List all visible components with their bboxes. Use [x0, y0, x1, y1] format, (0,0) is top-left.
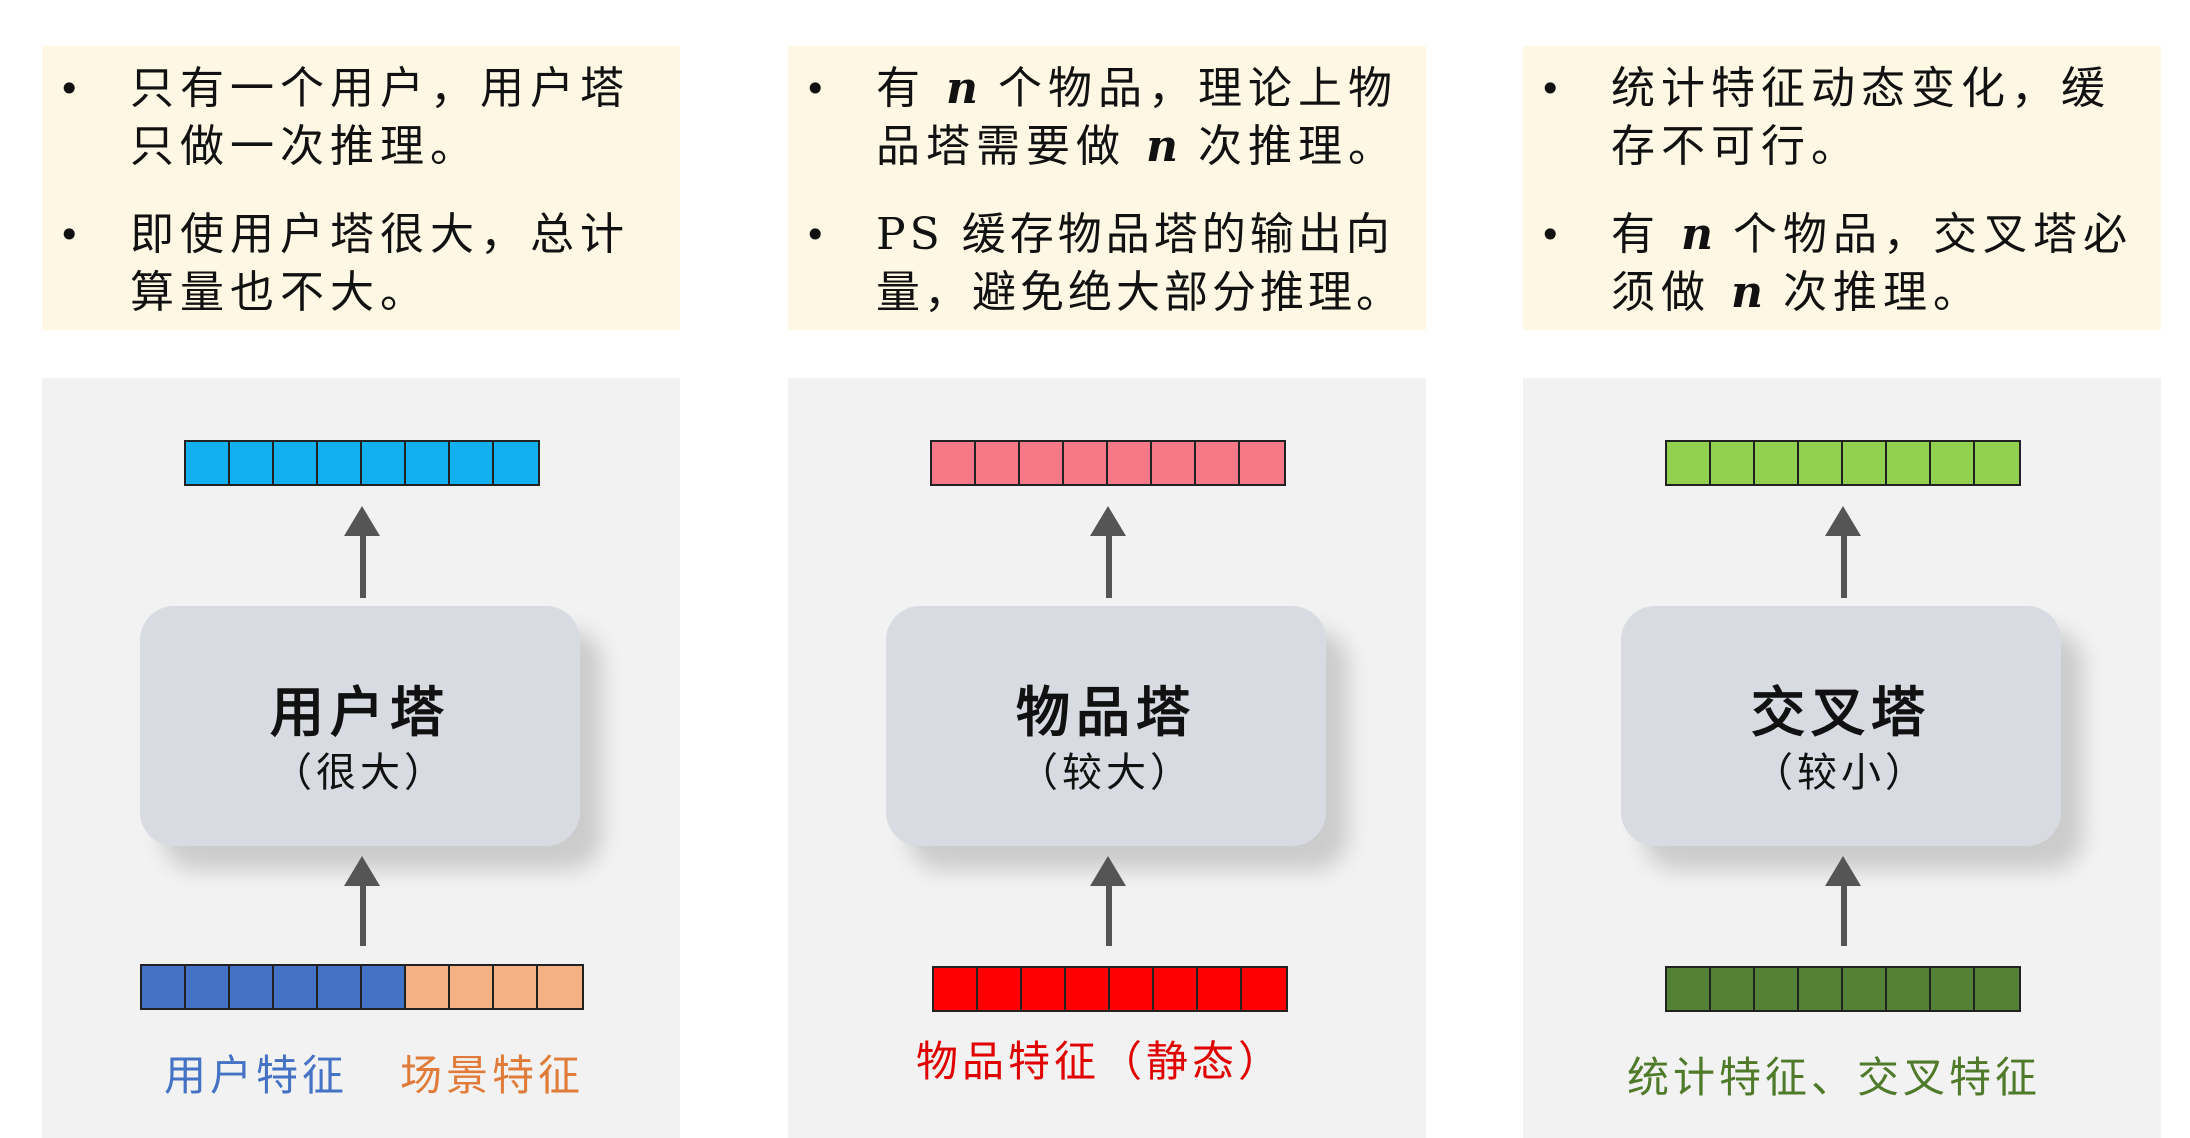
vector-cell: [1240, 442, 1284, 484]
vector-cell: [1975, 442, 2019, 484]
user-output-vector: [184, 440, 540, 486]
vector-cell: [1242, 968, 1286, 1010]
arrow-up-icon: [344, 506, 380, 598]
user-feature-label: 用户特征: [164, 1051, 349, 1100]
vector-cell: [230, 442, 274, 484]
vector-cell: [1931, 968, 1975, 1010]
user-scene-feature-vector: [140, 964, 584, 1010]
vector-cell: [186, 966, 230, 1008]
vector-cell: [1887, 442, 1931, 484]
vector-cell: [362, 442, 406, 484]
vector-cell: [142, 966, 186, 1008]
vector-cell: [978, 968, 1022, 1010]
vector-cell: [450, 442, 494, 484]
bullet-dot: •: [58, 67, 81, 111]
vector-cell: [1198, 968, 1242, 1010]
arrow-up-icon: [1090, 506, 1126, 598]
note-text: 只有一个用户，用户塔 只做一次推理。: [130, 63, 630, 172]
vector-cell: [274, 442, 318, 484]
cross-feature-label: 统计特征、交叉特征: [1627, 1053, 2042, 1102]
vector-cell: [318, 966, 362, 1008]
vector-cell: [1196, 442, 1240, 484]
user-tower-box: 用户塔 （很大）: [140, 606, 580, 846]
vector-cell: [1152, 442, 1196, 484]
tower-name: 物品塔: [1016, 680, 1196, 744]
math-n: n: [946, 63, 978, 114]
scene-feature-label: 场景特征: [400, 1051, 585, 1100]
tower-size: （较小）: [1753, 750, 1929, 796]
vector-cell: [1667, 968, 1711, 1010]
cross-tower-notes: • 统计特征动态变化，缓 存不可行。 • 有 n 个物品，交叉塔必 须做 n 次…: [1523, 46, 2161, 330]
vector-cell: [1931, 442, 1975, 484]
cross-tower-panel: 交叉塔 （较小） 统计特征、交叉特征: [1523, 378, 2161, 1138]
arrow-up-icon: [1825, 506, 1861, 598]
math-n: n: [1731, 267, 1763, 318]
vector-cell: [1755, 442, 1799, 484]
vector-cell: [1843, 442, 1887, 484]
vector-cell: [1843, 968, 1887, 1010]
vector-cell: [932, 442, 976, 484]
vector-cell: [1020, 442, 1064, 484]
vector-cell: [1108, 442, 1152, 484]
vector-cell: [494, 442, 538, 484]
vector-cell: [1755, 968, 1799, 1010]
user-tower-panel: 用户塔 （很大） 用户特征 场景特征: [42, 378, 680, 1138]
note-text: 有 n 个物品，交叉塔必 须做 n 次推理。: [1611, 209, 2133, 318]
arrow-up-icon: [344, 856, 380, 946]
user-tower-notes: • 只有一个用户，用户塔 只做一次推理。 • 即使用户塔很大，总计 算量也不大。: [42, 46, 680, 330]
item-tower-notes: • 有 n 个物品，理论上物 品塔需要做 n 次推理。 • PS 缓存物品塔的输…: [788, 46, 1426, 330]
cross-feature-vector: [1665, 966, 2021, 1012]
vector-cell: [976, 442, 1020, 484]
vector-cell: [1110, 968, 1154, 1010]
cross-output-vector: [1665, 440, 2021, 486]
vector-cell: [1064, 442, 1108, 484]
bullet-dot: •: [1539, 213, 1562, 257]
vector-cell: [406, 442, 450, 484]
vector-cell: [1711, 442, 1755, 484]
bullet-dot: •: [1539, 67, 1562, 111]
math-n: n: [1146, 121, 1178, 172]
bullet-dot: •: [58, 213, 81, 257]
arrow-up-icon: [1825, 856, 1861, 946]
vector-cell: [1154, 968, 1198, 1010]
vector-cell: [274, 966, 318, 1008]
item-output-vector: [930, 440, 1286, 486]
tower-name: 交叉塔: [1751, 680, 1931, 744]
tower-size: （较大）: [1018, 750, 1194, 796]
bullet-dot: •: [804, 67, 827, 111]
vector-cell: [1711, 968, 1755, 1010]
vector-cell: [406, 966, 450, 1008]
cross-tower-box: 交叉塔 （较小）: [1621, 606, 2061, 846]
vector-cell: [538, 966, 582, 1008]
item-tower-box: 物品塔 （较大）: [886, 606, 1326, 846]
vector-cell: [494, 966, 538, 1008]
vector-cell: [1022, 968, 1066, 1010]
bullet-dot: •: [804, 213, 827, 257]
vector-cell: [186, 442, 230, 484]
vector-cell: [318, 442, 362, 484]
note-text: 有 n 个物品，理论上物 品塔需要做 n 次推理。: [876, 63, 1398, 172]
arrow-up-icon: [1090, 856, 1126, 946]
vector-cell: [450, 966, 494, 1008]
vector-cell: [1667, 442, 1711, 484]
math-n: n: [1681, 209, 1713, 260]
vector-cell: [230, 966, 274, 1008]
note-text: PS 缓存物品塔的输出向 量，避免绝大部分推理。: [876, 209, 1404, 318]
vector-cell: [362, 966, 406, 1008]
item-feature-label: 物品特征（静态）: [916, 1037, 1285, 1086]
item-feature-vector: [932, 966, 1288, 1012]
vector-cell: [1799, 442, 1843, 484]
vector-cell: [1066, 968, 1110, 1010]
vector-cell: [1887, 968, 1931, 1010]
vector-cell: [1975, 968, 2019, 1010]
vector-cell: [1799, 968, 1843, 1010]
tower-name: 用户塔: [270, 680, 450, 744]
item-tower-panel: 物品塔 （较大） 物品特征（静态）: [788, 378, 1426, 1138]
note-text: 即使用户塔很大，总计 算量也不大。: [130, 209, 630, 318]
tower-size: （很大）: [272, 750, 448, 796]
vector-cell: [934, 968, 978, 1010]
note-text: 统计特征动态变化，缓 存不可行。: [1611, 63, 2111, 172]
